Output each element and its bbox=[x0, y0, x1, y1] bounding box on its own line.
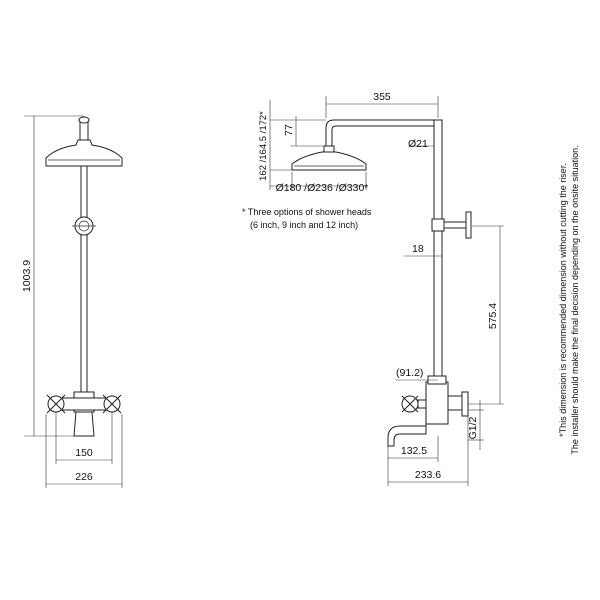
side-view: 355 162 /164.5 /172* 77 Ø21 Ø180 /Ø236 /… bbox=[242, 91, 504, 486]
side-head-height-label: 162 /164.5 /172* bbox=[258, 111, 269, 181]
side-bracket-collar bbox=[431, 218, 445, 232]
side-spout-reach-label: 132.5 bbox=[401, 445, 427, 457]
side-bracket-arm bbox=[441, 221, 467, 229]
side-wall-offset-label: 18 bbox=[412, 243, 424, 255]
front-width-label: 226 bbox=[75, 471, 93, 483]
front-centers-label: 150 bbox=[75, 447, 93, 459]
side-wall-flange bbox=[461, 391, 469, 417]
side-shower-head bbox=[291, 151, 367, 171]
side-cross-handle bbox=[401, 395, 427, 413]
front-riser bbox=[80, 165, 88, 393]
front-view: 1003.9 150 226 bbox=[21, 115, 123, 488]
side-riser-diameter-label: Ø21 bbox=[408, 138, 428, 150]
side-valve-offset-label: (91.2) bbox=[396, 367, 423, 379]
front-left-handle bbox=[46, 394, 66, 414]
front-height-label: 1003.9 bbox=[21, 260, 33, 292]
side-head-diameters-label: Ø180 /Ø236 /Ø330* bbox=[276, 182, 369, 194]
side-drop-label: 77 bbox=[283, 124, 295, 136]
side-thread-label: G1/2 bbox=[467, 416, 479, 439]
side-bracket-height-label: 575.4 bbox=[487, 303, 499, 329]
side-arm-reach-label: 355 bbox=[373, 91, 391, 103]
side-head-connector bbox=[323, 145, 335, 153]
head-options-note-1: * Three options of shower heads bbox=[242, 207, 372, 217]
side-overall-depth-label: 233.6 bbox=[415, 469, 441, 481]
front-shower-head bbox=[45, 139, 123, 167]
riser-note-line-2: The installer should make the final deci… bbox=[570, 145, 580, 454]
side-spout bbox=[387, 424, 427, 447]
head-options-note-2: (6 inch, 9 inch and 12 inch) bbox=[250, 220, 358, 230]
side-wall-union bbox=[447, 395, 463, 411]
side-riser bbox=[433, 119, 443, 381]
side-valve-body bbox=[425, 381, 449, 425]
front-arm-cap bbox=[78, 116, 90, 124]
front-valve-base bbox=[73, 411, 95, 437]
side-bracket-plate bbox=[465, 211, 472, 239]
riser-note-line-1: *This dimension is recommended dimension… bbox=[558, 163, 568, 437]
front-right-handle bbox=[102, 394, 122, 414]
riser-note: *This dimension is recommended dimension… bbox=[558, 145, 580, 454]
